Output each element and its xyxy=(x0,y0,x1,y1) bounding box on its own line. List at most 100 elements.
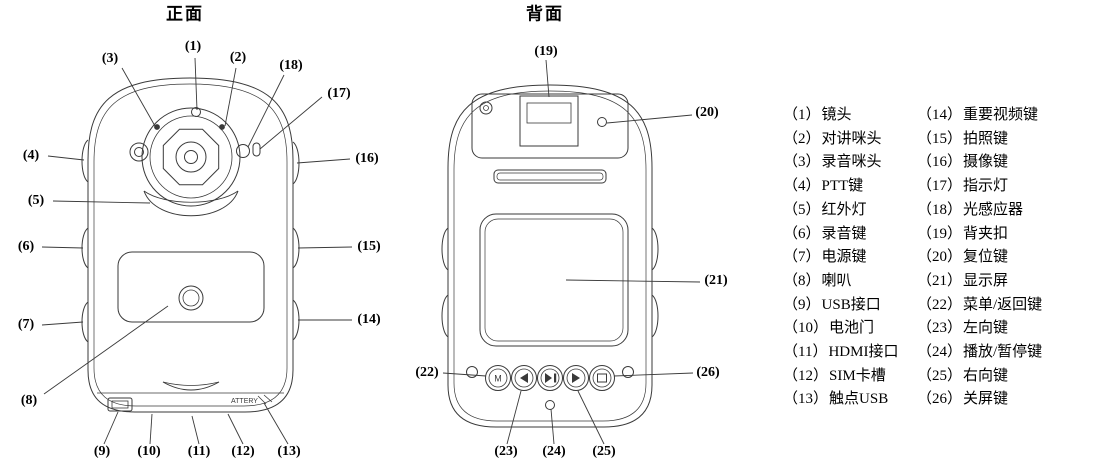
legend-num: （26） xyxy=(917,391,963,408)
legend-name: 电池门 xyxy=(829,320,875,337)
legend-item: （6）录音键 xyxy=(783,223,909,247)
legend-item: （22）菜单/返回键 xyxy=(917,294,1097,318)
legend-item: （15）拍照键 xyxy=(917,128,1097,152)
callout-8: (8) xyxy=(20,393,38,408)
front-device-drawing: ATTERY xyxy=(81,77,300,413)
legend-num: （25） xyxy=(917,367,963,384)
legend-num: （14） xyxy=(917,107,963,123)
legend-name: HDMI接口 xyxy=(828,344,899,361)
callout-26: (26) xyxy=(696,365,720,380)
callout-2: (2) xyxy=(229,50,247,65)
legend-num: （15） xyxy=(917,130,963,147)
legend-num: （3） xyxy=(783,154,821,171)
callout-5: (5) xyxy=(27,193,45,208)
legend-name: 播放/暂停键 xyxy=(963,344,1043,361)
legend-name: 指示灯 xyxy=(963,178,1009,195)
leader-lines xyxy=(41,57,701,445)
callout-22: (22) xyxy=(415,365,439,380)
legend-item: （20）复位键 xyxy=(917,246,1097,270)
legend-column-2: （14）重要视频键 （15）拍照键 （16）摄像键 （17）指示灯 （18）光感… xyxy=(917,104,1097,412)
callout-21: (21) xyxy=(704,273,728,288)
legend-item: （24）播放/暂停键 xyxy=(917,341,1097,365)
legend-num: （4） xyxy=(783,178,821,195)
legend-num: （7） xyxy=(783,249,821,266)
legend-num: （20） xyxy=(917,249,963,266)
legend-name: 拍照键 xyxy=(963,130,1009,147)
callout-10: (10) xyxy=(137,444,161,459)
legend-item: （11）HDMI接口 xyxy=(783,341,909,365)
legend-item: （9）USB接口 xyxy=(783,294,909,318)
callout-20: (20) xyxy=(695,105,719,120)
legend-num: （18） xyxy=(917,201,963,218)
legend-num: （17） xyxy=(917,178,963,195)
pause-bar-icon xyxy=(554,373,557,383)
legend-item: （17）指示灯 xyxy=(917,175,1097,199)
legend-num: （22） xyxy=(917,296,963,313)
legend-name: 右向键 xyxy=(963,367,1009,384)
legend-name: 菜单/返回键 xyxy=(963,296,1043,313)
callout-6: (6) xyxy=(17,239,35,254)
legend-item: （1）镜头 xyxy=(783,104,909,128)
legend-name: 背夹扣 xyxy=(963,225,1009,242)
callout-19: (19) xyxy=(534,44,558,59)
legend-name: USB接口 xyxy=(821,296,881,313)
legend-item: （10）电池门 xyxy=(783,317,909,341)
legend-item: （2）对讲咪头 xyxy=(783,128,909,152)
callout-1: (1) xyxy=(184,39,202,54)
legend-num: （21） xyxy=(917,272,963,289)
legend-item: （14）重要视频键 xyxy=(917,104,1097,128)
play-icon xyxy=(545,373,552,383)
legend-name: 电源键 xyxy=(821,249,867,266)
legend-name: 红外灯 xyxy=(821,201,867,218)
callout-3: (3) xyxy=(101,51,119,66)
legend-name: 触点USB xyxy=(829,391,889,408)
legend-name: 复位键 xyxy=(963,249,1009,266)
legend-num: （8） xyxy=(783,272,821,289)
legend-item: （3）录音咪头 xyxy=(783,151,909,175)
left-arrow-icon xyxy=(520,373,528,383)
legend-name: 录音咪头 xyxy=(821,154,882,171)
callout-13: (13) xyxy=(277,444,301,459)
legend-item: （8）喇叭 xyxy=(783,270,909,294)
legend-num: （1） xyxy=(783,107,821,123)
legend-item: （23）左向键 xyxy=(917,317,1097,341)
callout-25: (25) xyxy=(592,444,616,459)
legend-name: 录音键 xyxy=(821,225,867,242)
legend-num: （10） xyxy=(783,320,829,337)
legend-num: （6） xyxy=(783,225,821,242)
callout-24: (24) xyxy=(542,444,566,459)
legend-item: （18）光感应器 xyxy=(917,199,1097,223)
front-view-title: 正面 xyxy=(166,4,204,24)
legend-name: 镜头 xyxy=(821,107,852,123)
back-view-title: 背面 xyxy=(526,4,564,24)
legend-num: （23） xyxy=(917,320,963,337)
legend-num: （19） xyxy=(917,225,963,242)
legend-name: 喇叭 xyxy=(821,272,852,289)
callout-14: (14) xyxy=(357,312,381,327)
legend-num: （2） xyxy=(783,130,821,147)
callout-18: (18) xyxy=(279,58,303,73)
callout-15: (15) xyxy=(357,239,381,254)
legend-num: （5） xyxy=(783,201,821,218)
battery-door-label: ATTERY xyxy=(231,398,258,405)
legend-item: （19）背夹扣 xyxy=(917,223,1097,247)
callout-17: (17) xyxy=(327,86,351,101)
legend-num: （24） xyxy=(917,344,963,361)
legend-column-1: （1）镜头 （2）对讲咪头 （3）录音咪头 （4）PTT键 （5）红外灯 （6）… xyxy=(783,104,909,412)
legend-item: （4）PTT键 xyxy=(783,175,909,199)
callout-23: (23) xyxy=(494,444,518,459)
legend-item: （16）摄像键 xyxy=(917,151,1097,175)
legend-name: 光感应器 xyxy=(963,201,1024,218)
legend-item: （25）右向键 xyxy=(917,365,1097,389)
legend-name: 摄像键 xyxy=(963,154,1009,171)
legend-item: （21）显示屏 xyxy=(917,270,1097,294)
legend-num: （9） xyxy=(783,296,821,313)
legend-name: 显示屏 xyxy=(963,272,1009,289)
legend-name: 对讲咪头 xyxy=(821,130,882,147)
legend-item: （7）电源键 xyxy=(783,246,909,270)
callout-7: (7) xyxy=(17,317,35,332)
callout-16: (16) xyxy=(355,151,379,166)
legend-name: SIM卡槽 xyxy=(829,367,886,384)
legend: （1）镜头 （2）对讲咪头 （3）录音咪头 （4）PTT键 （5）红外灯 （6）… xyxy=(783,104,1097,412)
